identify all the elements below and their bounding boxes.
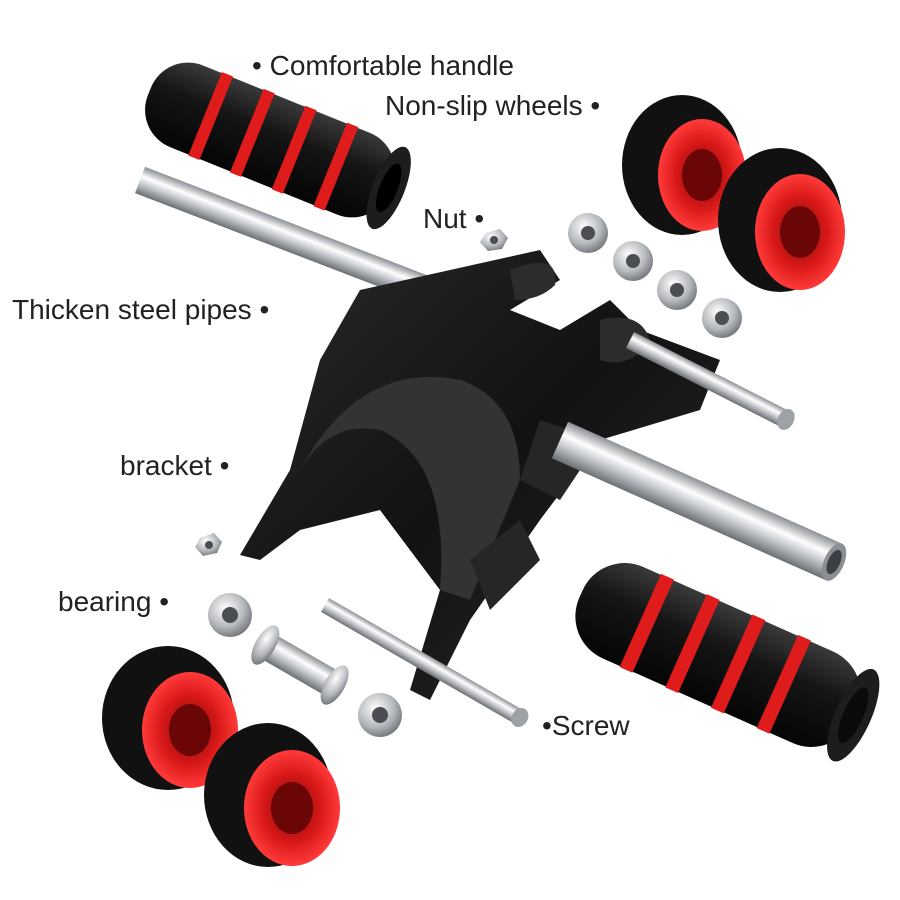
bearing [702,298,742,338]
steel-pipe-back [134,166,454,312]
bearing [208,593,252,637]
label-bracket: bracket • [120,450,230,481]
label-screw: •Screw [542,710,630,741]
bottom-handle [575,563,880,762]
bearing [358,693,402,737]
label-bearing: bearing • [58,586,169,617]
wheel [718,148,845,292]
label-thicken-steel-pipes: Thicken steel pipes • [12,294,270,325]
nut [195,533,222,556]
bearing [657,270,697,310]
spacer [251,625,349,705]
bearing [613,241,653,281]
label-comfortable-handle: • Comfortable handle [252,50,514,81]
steel-pipe-front [551,421,847,581]
upper-axle [625,331,795,430]
bearing [568,213,608,253]
lower-axle-screw [321,598,529,728]
nut [480,229,508,251]
label-nut: Nut • [423,203,485,234]
top-handle [145,62,411,230]
wheel [204,723,340,867]
label-non-slip-wheels: Non-slip wheels • [385,90,601,121]
